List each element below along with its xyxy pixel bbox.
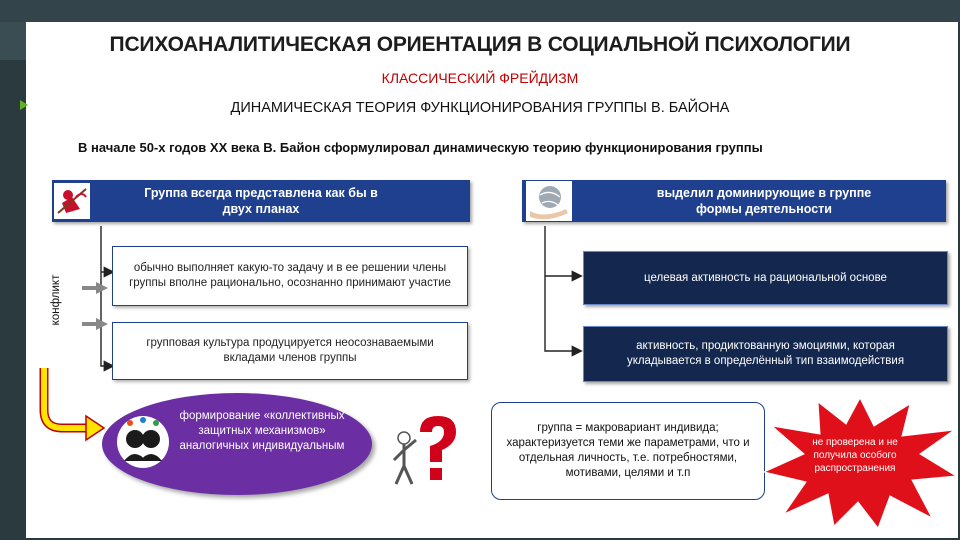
macro-individual-text: группа = макровариант индивида; характер… [506, 422, 750, 479]
left-box-culture-text: групповая культура продуцируется неосозн… [146, 337, 434, 364]
right-box-rational-text: целевая активность на рациональной основ… [644, 271, 887, 284]
slide-subtitle: КЛАССИЧЕСКИЙ ФРЕЙДИЗМ [381, 70, 579, 86]
macro-individual-box: группа = макровариант индивида; характер… [491, 402, 765, 500]
red-starburst [762, 396, 958, 530]
right-box-emotional: активность, продиктованную эмоциями, кот… [583, 326, 948, 382]
question-mark-person-icon [384, 410, 466, 492]
defense-mechanisms-text: формирование «коллективных защитных меха… [179, 410, 345, 452]
conflict-label: конфликт [50, 274, 62, 326]
right-box-rational: целевая активность на рациональной основ… [583, 251, 948, 305]
left-box-culture: групповая культура продуцируется неосозн… [112, 322, 468, 380]
left-header-text: Группа всегда представлена как бы в двух… [144, 186, 378, 216]
intro-text: В начале 50-х годов ХХ века В. Байон сфо… [78, 140, 763, 155]
right-box-emotional-text: активность, продиктованную эмоциями, кот… [626, 340, 905, 367]
defense-mechanisms-ellipse: формирование «коллективных защитных меха… [102, 393, 372, 495]
people-heads-icon [117, 416, 169, 468]
cupid-icon [54, 183, 90, 219]
green-triangle-marker [20, 100, 28, 110]
left-header-box: Группа всегда представлена как бы в двух… [52, 180, 470, 222]
slide-subheading: ДИНАМИЧЕСКАЯ ТЕОРИЯ ФУНКЦИОНИРОВАНИЯ ГРУ… [230, 100, 730, 116]
starburst-text: не проверена и не получила особого распр… [812, 437, 898, 474]
left-box-rational: обычно выполняет какую-то задачу и в ее … [112, 246, 468, 306]
right-header-box: выделил доминирующие в группе формы деят… [522, 180, 946, 222]
slide-title: ПСИХОАНАЛИТИЧЕСКАЯ ОРИЕНТАЦИЯ В СОЦИАЛЬН… [109, 33, 851, 56]
right-header-text: выделил доминирующие в группе формы деят… [656, 186, 872, 216]
globe-in-hand-icon [526, 181, 572, 221]
left-box-rational-text: обычно выполняет какую-то задачу и в ее … [129, 262, 451, 289]
